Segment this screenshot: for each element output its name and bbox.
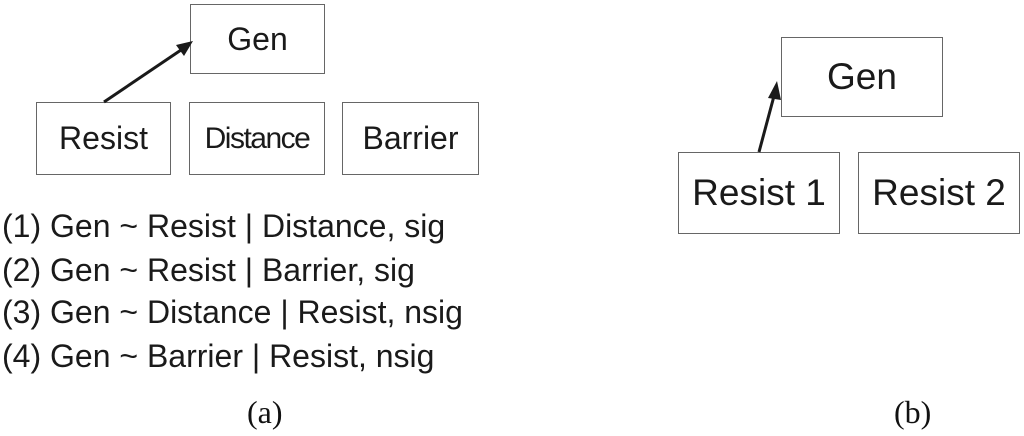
node-barrier-a-label: Barrier — [362, 120, 459, 156]
node-gen-b: Gen — [781, 37, 943, 117]
node-gen-a: Gen — [190, 4, 325, 74]
node-resist1-b-label: Resist 1 — [692, 172, 826, 213]
node-resist2-b: Resist 2 — [858, 152, 1020, 234]
node-gen-b-label: Gen — [827, 56, 897, 97]
node-distance-a: Distance — [189, 102, 325, 175]
formula-4: (4) Gen ~ Barrier | Resist, nsig — [2, 338, 435, 374]
node-distance-a-label: Distance — [204, 121, 311, 155]
formula-3: (3) Gen ~ Distance | Resist, nsig — [2, 294, 463, 330]
caption-a: (a) — [247, 394, 283, 430]
node-resist2-b-label: Resist 2 — [872, 172, 1006, 213]
formula-2: (2) Gen ~ Resist | Barrier, sig — [2, 252, 415, 288]
node-resist1-b: Resist 1 — [678, 152, 840, 234]
caption-b: (b) — [894, 394, 932, 430]
node-gen-a-label: Gen — [227, 20, 288, 57]
arrow-resist1-to-gen-b — [757, 81, 781, 153]
node-resist-a: Resist — [36, 102, 171, 175]
node-barrier-a: Barrier — [342, 102, 479, 175]
arrow-resist-to-gen-a — [103, 41, 193, 104]
formula-1: (1) Gen ~ Resist | Distance, sig — [2, 208, 446, 244]
node-resist-a-label: Resist — [59, 120, 148, 156]
